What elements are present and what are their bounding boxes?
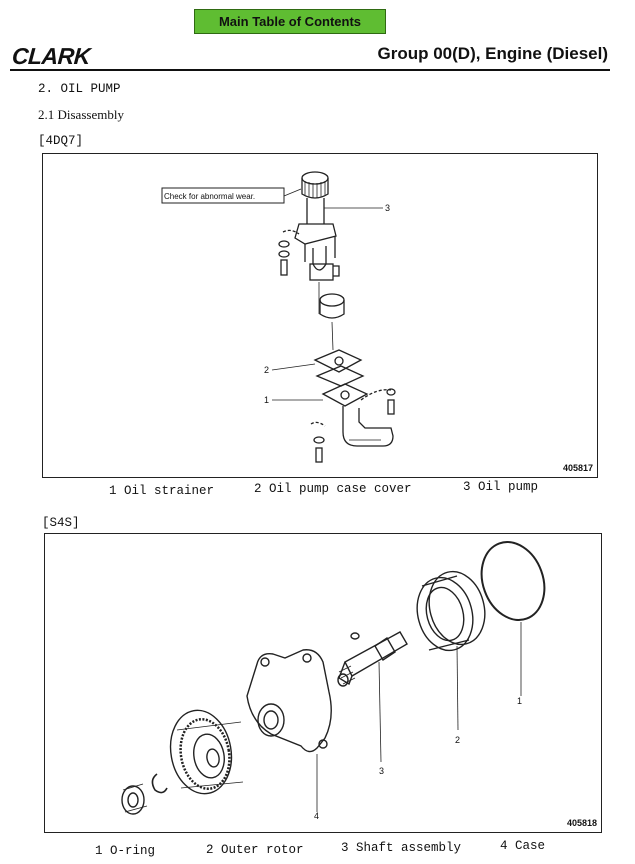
figure1-callout-3: 3 [385,203,390,213]
figure1-callout-2: 2 [264,365,269,375]
figure2-model-label: [S4S] [42,516,80,530]
figure2-box: 1 2 3 4 405818 [44,533,602,833]
page-header-title: Group 00(D), Engine (Diesel) [377,44,608,63]
figure1-caption-3: 3 Oil pump [463,480,539,494]
figure1-note: Check for abnormal wear. [164,192,255,201]
figure1-model-label: [4DQ7] [38,134,84,148]
subsection-heading: 2.1 Disassembly [38,107,124,122]
figure1-number: 405817 [562,463,593,473]
header-rule [10,69,610,71]
figure2-number: 405818 [566,818,597,828]
section-heading: 2. OIL PUMP [38,82,121,96]
figure2-callout-2: 2 [455,735,460,745]
figure2-callout-4: 4 [314,811,319,821]
figure1-callout-1: 1 [264,395,269,405]
figure2-caption-1: 1 O-ring [95,844,156,858]
figure2-illustration: 1 2 3 4 [121,541,546,821]
figure2-caption-2: 2 Outer rotor [206,843,304,857]
figure1-caption-1: 1 Oil strainer [109,484,215,498]
figure2-caption-4: 4 Case [500,839,546,853]
figure1-illustration: Check for abnormal wear. 3 2 1 [161,171,396,463]
figure1-caption-2: 2 Oil pump case cover [254,482,412,496]
figure1-box: Check for abnormal wear. 3 2 1 405817 [42,153,598,478]
figure2-callout-1: 1 [517,696,522,706]
figure2-caption-3: 3 Shaft assembly [341,841,462,855]
brand-logo: CLARK [11,43,91,69]
figure2-callout-3: 3 [379,766,384,776]
main-toc-button[interactable]: Main Table of Contents [194,9,386,34]
